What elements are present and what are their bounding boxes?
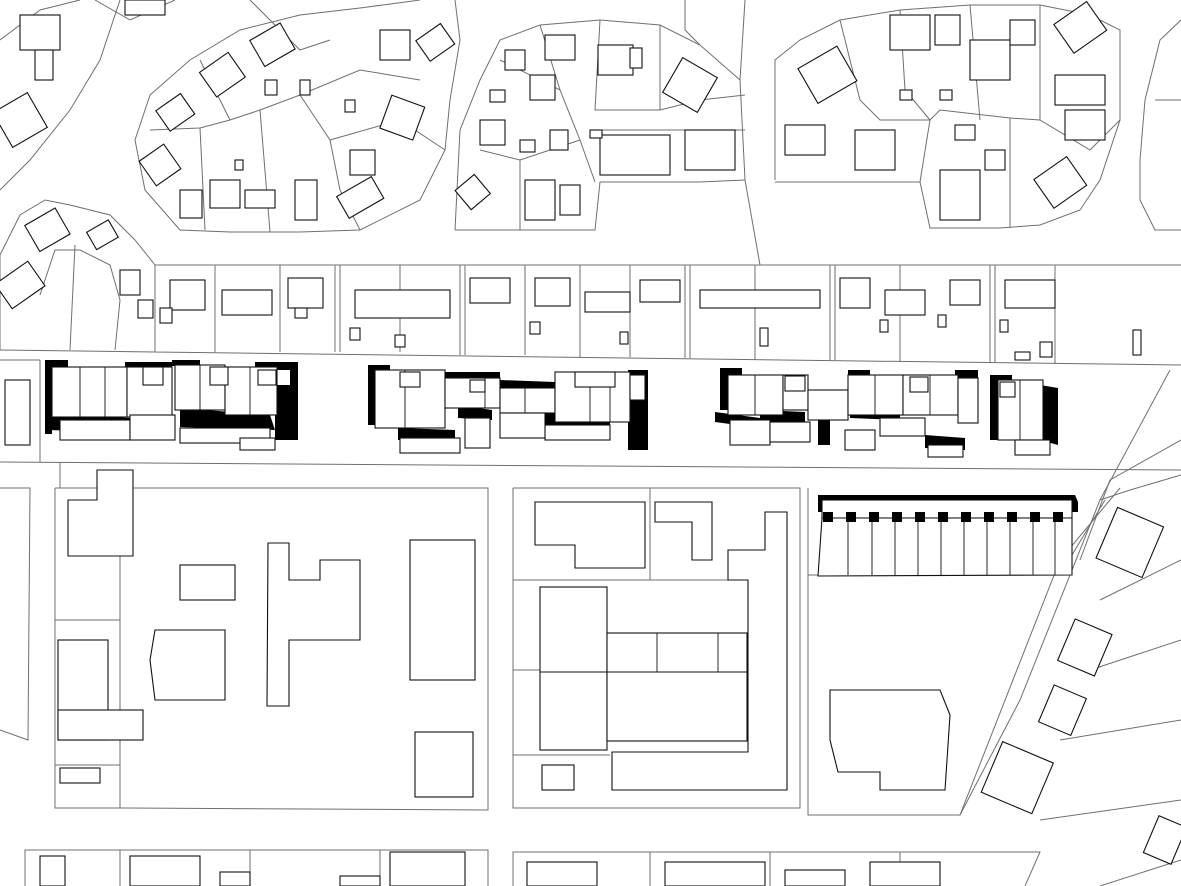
housing-cluster-3 [715, 368, 1058, 458]
housing-cluster-2 [368, 365, 648, 454]
housing-cluster-1 [45, 360, 298, 451]
housing-terrace-row [817, 495, 1078, 577]
new-terraced-housing [45, 360, 1078, 577]
